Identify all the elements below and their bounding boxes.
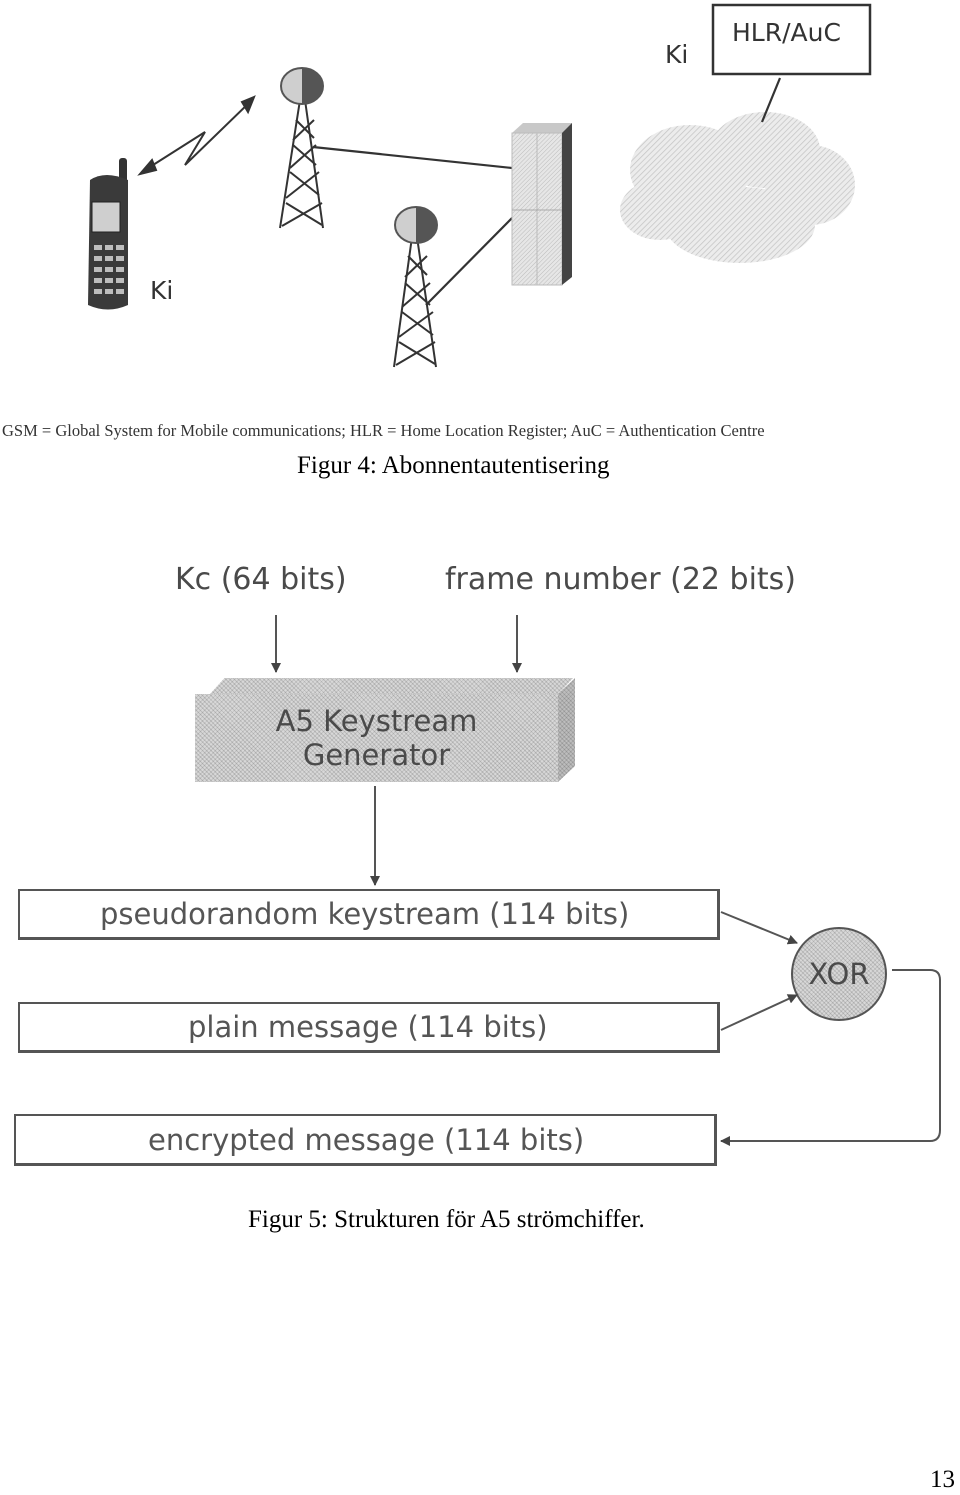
generator-box-top <box>210 678 573 694</box>
hlr-auc-box <box>711 3 872 76</box>
plain-message-label: plain message (114 bits) <box>188 1010 548 1044</box>
figure4-caption: Figur 4: Abonnentautentisering <box>297 452 610 479</box>
encrypted-message-label: encrypted message (114 bits) <box>148 1122 585 1157</box>
keystream-bar: pseudorandom keystream (114 bits) <box>18 889 720 940</box>
figure5-caption: Figur 5: Strukturen för A5 strömchiffer. <box>248 1206 645 1233</box>
generator-box-side <box>558 678 575 782</box>
radio-link-icon <box>137 95 256 176</box>
generator-line1: A5 Keystream <box>275 704 478 738</box>
hlr-auc-label: HLR/AuC <box>732 18 841 47</box>
ki-network-label: Ki <box>665 40 689 69</box>
network-links <box>312 77 782 306</box>
keystream-label: pseudorandom keystream (114 bits) <box>100 897 630 931</box>
figure4-illustration <box>88 3 872 368</box>
generator-line2: Generator <box>302 738 451 772</box>
keystream-to-xor-arrow <box>720 911 798 945</box>
plain-message-bar: plain message (114 bits) <box>18 1002 720 1053</box>
page-number: 13 <box>930 1466 955 1493</box>
a5-keystream-generator-box: A5 Keystream Generator <box>195 694 558 782</box>
xor-node: XOR <box>791 927 887 1021</box>
ki-phone-label: Ki <box>150 276 174 305</box>
switch-cabinet-icon <box>511 123 572 286</box>
network-cloud-icon <box>620 112 855 263</box>
mobile-phone-icon <box>88 158 128 310</box>
xor-to-encrypted-arrow <box>720 969 941 1146</box>
radio-tower-icon <box>393 206 438 368</box>
figure4-legend: GSM = Global System for Mobile communica… <box>2 421 765 440</box>
frame-number-label: frame number (22 bits) <box>445 562 797 597</box>
plain-to-xor-arrow <box>720 994 798 1031</box>
encrypted-message-bar: encrypted message (114 bits) <box>14 1114 717 1166</box>
xor-label: XOR <box>808 957 870 991</box>
radio-tower-icon <box>279 67 324 229</box>
kc-label: Kc (64 bits) <box>175 562 347 597</box>
figure5-arrows <box>271 615 941 1146</box>
